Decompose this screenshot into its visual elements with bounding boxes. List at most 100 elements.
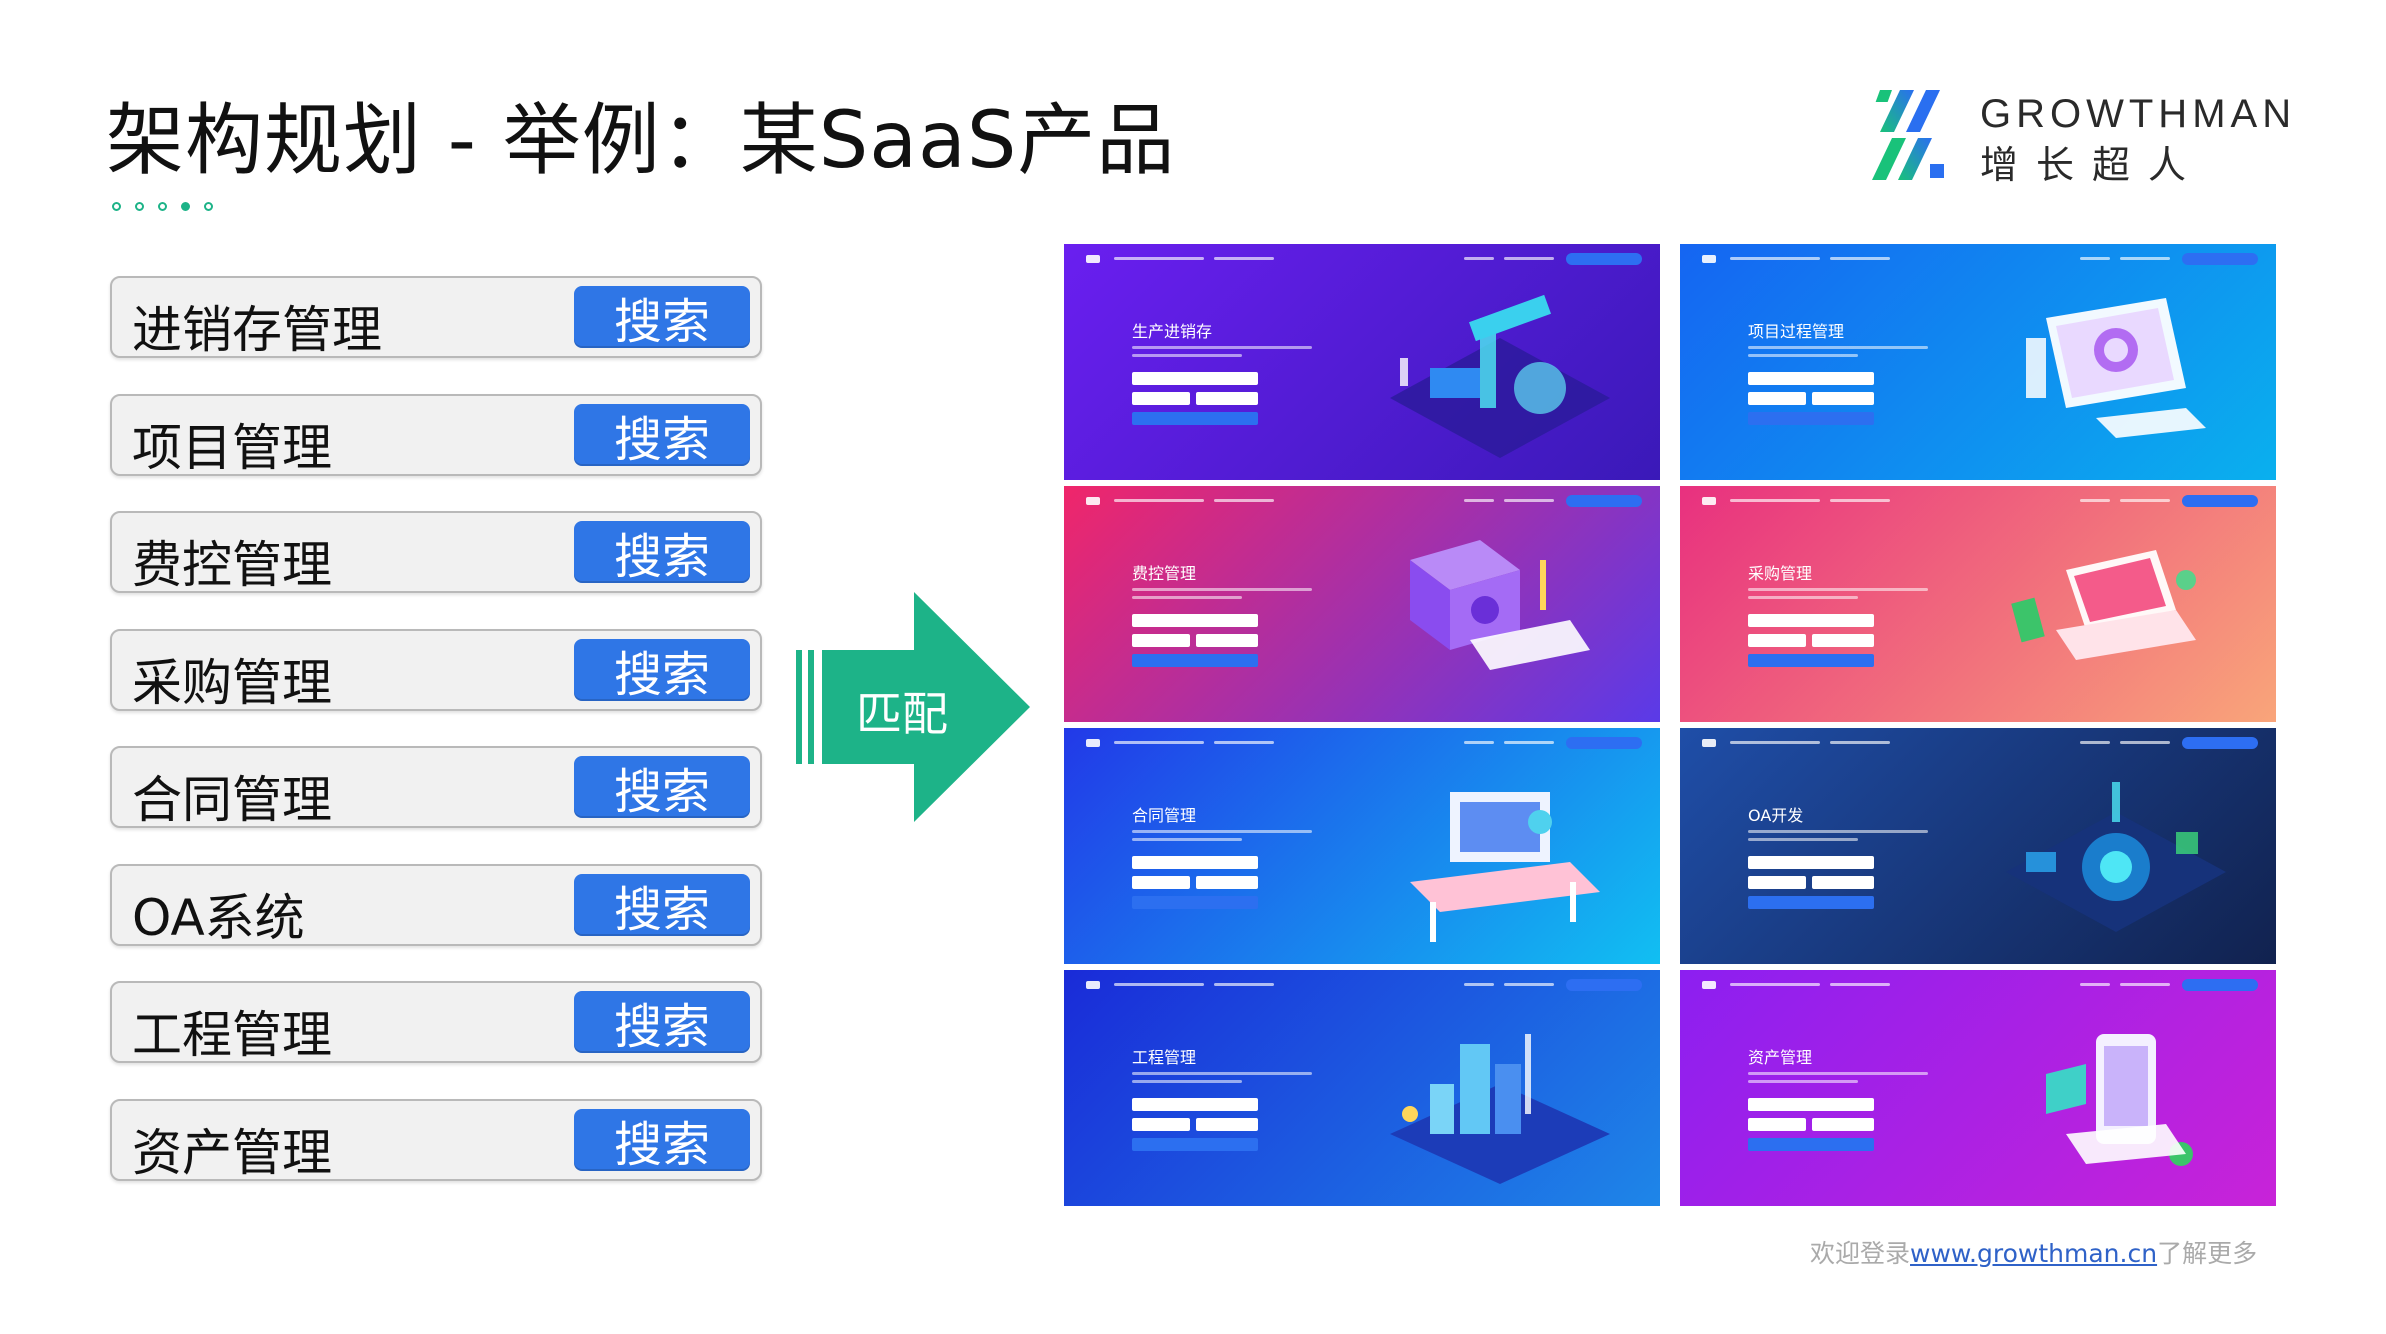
card-title: 项目过程管理 (1748, 322, 1845, 341)
search-bar[interactable]: 项目管理 搜索 (110, 393, 762, 477)
card-input-field[interactable] (1812, 1118, 1874, 1131)
card-submit-button[interactable] (1132, 654, 1258, 667)
card-submit-button[interactable] (1132, 1138, 1258, 1151)
card-navbar (1680, 728, 2276, 752)
card-submit-button[interactable] (1748, 654, 1874, 667)
card-input-field[interactable] (1748, 392, 1806, 405)
product-card[interactable]: 采购管理 (1680, 486, 2276, 722)
page-dot[interactable] (204, 202, 213, 211)
product-card[interactable]: OA开发 (1680, 728, 2276, 964)
product-card[interactable]: 生产进销存 (1064, 244, 1660, 480)
nav-login-button[interactable] (2182, 737, 2258, 749)
search-query-text[interactable]: 工程管理 (132, 1006, 332, 1064)
growthman-logo: GROWTHMAN 增长超人 (1870, 90, 2291, 187)
search-button[interactable]: 搜索 (574, 756, 750, 820)
search-query-text[interactable]: 项目管理 (132, 418, 332, 477)
card-input-field[interactable] (1196, 634, 1258, 647)
search-query-text[interactable]: 费控管理 (132, 536, 332, 594)
nav-logo-icon (1702, 739, 1716, 747)
search-button[interactable]: 搜索 (574, 521, 750, 585)
search-button[interactable]: 搜索 (574, 1108, 750, 1173)
product-card[interactable]: 费控管理 (1064, 486, 1660, 722)
card-input-field[interactable] (1132, 1118, 1190, 1131)
search-button[interactable]: 搜索 (574, 991, 750, 1055)
search-bar[interactable]: 合同管理 搜索 (110, 746, 762, 829)
card-input-field[interactable] (1748, 372, 1874, 385)
card-title: 工程管理 (1132, 1048, 1197, 1067)
search-query-text[interactable]: 采购管理 (132, 653, 332, 712)
search-button[interactable]: 搜索 (574, 286, 750, 350)
card-input-field[interactable] (1748, 856, 1874, 869)
page-dot[interactable] (135, 202, 144, 211)
page-dot-active[interactable] (181, 202, 190, 211)
product-card[interactable]: 资产管理 (1680, 970, 2276, 1206)
product-card[interactable]: 合同管理 (1064, 728, 1660, 964)
card-title: OA开发 (1748, 806, 1804, 825)
nav-login-button[interactable] (1566, 495, 1642, 507)
card-input-field[interactable] (1748, 614, 1874, 627)
search-bar[interactable]: 工程管理 搜索 (110, 981, 762, 1064)
search-query-text[interactable]: OA系统 (132, 888, 305, 947)
card-input-field[interactable] (1132, 876, 1190, 889)
card-input-field[interactable] (1196, 392, 1258, 405)
growthman-logo-icon (1872, 90, 1944, 180)
card-input-field[interactable] (1748, 1098, 1874, 1111)
card-title: 采购管理 (1748, 564, 1813, 583)
card-title: 资产管理 (1748, 1048, 1813, 1067)
card-title: 生产进销存 (1132, 322, 1213, 341)
nav-login-button[interactable] (2182, 979, 2258, 991)
logo-chinese-text: 增长超人 (1980, 143, 2205, 187)
page-title: 架构规划 - 举例：某SaaS产品 (106, 96, 1176, 186)
card-navbar (1064, 970, 1660, 994)
engineering-city-illustration (1390, 1034, 1610, 1184)
nav-login-button[interactable] (1566, 737, 1642, 749)
card-submit-button[interactable] (1748, 1138, 1874, 1151)
search-bar[interactable]: 采购管理 搜索 (110, 628, 762, 712)
search-bar[interactable]: 资产管理 搜索 (110, 1098, 762, 1182)
card-input-field[interactable] (1748, 634, 1806, 647)
card-submit-button[interactable] (1748, 896, 1874, 909)
card-submit-button[interactable] (1748, 412, 1874, 425)
search-bar[interactable]: 进销存管理 搜索 (110, 276, 762, 359)
card-input-field[interactable] (1812, 392, 1874, 405)
nav-login-button[interactable] (1566, 253, 1642, 265)
search-query-text[interactable]: 资产管理 (132, 1123, 332, 1182)
safe-vault-illustration (1410, 540, 1590, 670)
search-button[interactable]: 搜索 (574, 873, 750, 938)
search-bar[interactable]: 费控管理 搜索 (110, 511, 762, 594)
search-bar[interactable]: OA系统 搜索 (110, 863, 762, 947)
card-input-field[interactable] (1132, 614, 1258, 627)
card-input-field[interactable] (1812, 634, 1874, 647)
card-input-field[interactable] (1812, 876, 1874, 889)
network-chip-illustration (2006, 782, 2226, 932)
card-submit-button[interactable] (1132, 412, 1258, 425)
page-dot[interactable] (158, 202, 167, 211)
dashboard-monitor-illustration (2026, 298, 2206, 438)
product-card[interactable]: 项目过程管理 (1680, 244, 2276, 480)
nav-logo-icon (1702, 497, 1716, 505)
nav-login-button[interactable] (2182, 253, 2258, 265)
card-input-field[interactable] (1132, 856, 1258, 869)
card-input-field[interactable] (1132, 372, 1258, 385)
product-card[interactable]: 工程管理 (1064, 970, 1660, 1206)
asset-phone-illustration (2046, 1034, 2193, 1166)
search-query-text[interactable]: 合同管理 (132, 771, 332, 829)
card-input-field[interactable] (1196, 1118, 1258, 1131)
footer-website-link[interactable]: www.growthman.cn (1910, 1239, 2158, 1268)
card-input-field[interactable] (1132, 392, 1190, 405)
nav-login-button[interactable] (2182, 495, 2258, 507)
card-input-field[interactable] (1748, 876, 1806, 889)
card-input-field[interactable] (1748, 1118, 1806, 1131)
card-navbar (1064, 244, 1660, 268)
search-button[interactable]: 搜索 (574, 638, 750, 703)
card-input-field[interactable] (1196, 876, 1258, 889)
nav-login-button[interactable] (1566, 979, 1642, 991)
search-query-text[interactable]: 进销存管理 (132, 301, 382, 359)
footer-suffix: 了解更多 (2157, 1239, 2258, 1268)
card-input-field[interactable] (1132, 634, 1190, 647)
footer-note: 欢迎登录www.growthman.cn了解更多 (1810, 1234, 2257, 1270)
card-submit-button[interactable] (1132, 896, 1258, 909)
card-input-field[interactable] (1132, 1098, 1258, 1111)
search-button[interactable]: 搜索 (574, 403, 750, 468)
page-dot[interactable] (112, 202, 121, 211)
